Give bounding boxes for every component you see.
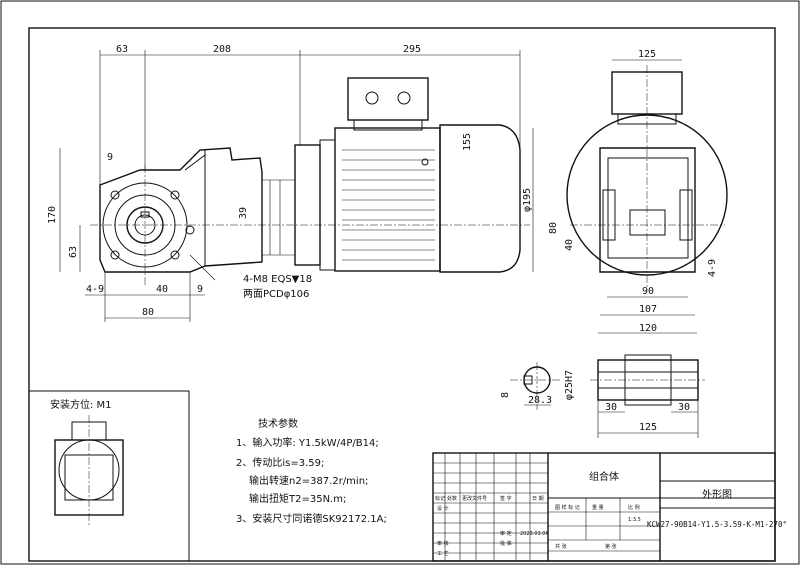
tb-date: 日 期: [532, 496, 544, 502]
dim-170: 170: [47, 206, 58, 224]
spec-line-1: 1、输入功率: Y1.5kW/4P/B14;: [236, 436, 379, 449]
dim-40-left: 40: [156, 284, 168, 295]
tb-design: 设 计: [437, 505, 449, 512]
terminal-box: [347, 77, 429, 121]
tb-ratio: 比 例: [628, 504, 640, 511]
spec-line-5: 3、安装尺寸同诺德SK92172.1A;: [236, 512, 387, 525]
dim-208: 208: [213, 44, 231, 55]
dim-63-left: 63: [68, 246, 79, 258]
spec-line-3: 输出转速n2=387.2r/min;: [249, 474, 368, 487]
tb-date-value: 2023.03.06: [520, 531, 549, 537]
inner-frame: [28, 27, 776, 562]
dim-90: 90: [642, 286, 654, 297]
bolt-hole-4: [170, 250, 180, 260]
tb-qty: 处数: [447, 495, 457, 502]
dim-63-top: 63: [116, 44, 128, 55]
motor-fins: [342, 149, 435, 261]
dim-295: 295: [403, 44, 421, 55]
dim-40-right: 40: [564, 239, 575, 251]
tb-model: KCW27-90B14-Y1.5-3.59-K-M1-270°: [647, 520, 787, 529]
pcd-annotation: 两面PCDφ106: [243, 289, 309, 300]
dim-155: 155: [462, 133, 473, 151]
coupling: [262, 179, 296, 256]
side-shaft-left: [602, 189, 616, 241]
tb-weight: 重 量: [592, 504, 604, 511]
shaft-dim-28-3: 28.3: [528, 395, 552, 406]
shaft-dim-30-left: 30: [605, 402, 617, 413]
dim-195: φ195: [522, 188, 533, 212]
motor-flange: [319, 139, 336, 271]
spec-title: 技术参数: [258, 417, 298, 430]
tech-specs: 技术参数 1、输入功率: Y1.5kW/4P/B14; 2、传动比is=3.59…: [236, 417, 387, 525]
tb-approve: 批 准: [500, 540, 512, 547]
bolt-hole-1: [110, 190, 120, 200]
shaft-dim-125: 125: [639, 422, 657, 433]
dim-4-9-left: 4-9: [86, 284, 104, 295]
tb-mark: 标记: [435, 495, 445, 502]
tb-sheet: 第 张: [605, 543, 617, 550]
side-shaft-right: [679, 189, 693, 241]
tb-audit: 审 定: [500, 530, 512, 537]
tb-craft: 工 艺: [437, 551, 449, 557]
coupling-lines: [269, 180, 281, 255]
gearbox-body: [99, 147, 263, 273]
mounting-label: 安装方位: M1: [50, 398, 112, 411]
dim-125-top: 125: [638, 49, 656, 60]
mounting-box: 安装方位: M1: [28, 390, 190, 562]
spec-line-4: 输出扭矩T2=35N.m;: [249, 492, 346, 505]
cable-gland-2: [397, 91, 411, 105]
shaft-dim-8: 8: [500, 392, 511, 398]
mounting-frame: [28, 390, 190, 562]
spec-line-2: 2、传动比is=3.59;: [236, 457, 324, 469]
cable-gland-1: [365, 91, 379, 105]
tb-drawing-type: 外形图: [702, 489, 732, 501]
title-block: 标记 处数 更改文件号 签 字 日 期 设 计 审 核 工 艺 审 定 批 准 …: [432, 452, 787, 562]
bolt-hole-3: [110, 250, 120, 260]
front-dimensions: 63 208 295 170 63 9 39 155 φ195 4-9 40 9…: [47, 44, 534, 322]
terminal-base: [353, 119, 423, 131]
dim-80-right: 80: [548, 222, 559, 234]
fan-cover: [439, 124, 521, 273]
motor-adapter: [294, 144, 321, 266]
motor-screw: [421, 158, 429, 166]
shaft-dim-25h7: φ25H7: [564, 370, 575, 400]
tb-file: 更改文件号: [462, 495, 487, 502]
tb-assembly: 组合体: [589, 470, 619, 483]
tb-review: 审 核: [437, 540, 449, 547]
side-view: 125 80 40 4-9 90 107 120: [548, 49, 728, 334]
dim-120: 120: [639, 323, 657, 334]
shaft-detail: 8 28.3 φ25H7 30 30 125: [500, 354, 705, 438]
shaft-dim-30-right: 30: [678, 402, 690, 413]
dim-9-top: 9: [107, 152, 113, 163]
dim-4-9-right: 4-9: [707, 259, 718, 277]
front-view: [90, 77, 530, 285]
tb-total: 共 张: [555, 543, 567, 550]
dim-80-left: 80: [142, 307, 154, 318]
bolt-hole-2: [170, 190, 180, 200]
bolt-annotation: 4-M8 EQS▼18: [243, 274, 312, 285]
tb-stage: 图 样 标 记: [555, 504, 580, 511]
side-gearbox: [599, 147, 696, 273]
dim-107: 107: [639, 304, 657, 315]
tb-scale: 1:3.5: [628, 517, 641, 523]
dim-9-small: 9: [197, 284, 203, 295]
motor-body: [334, 127, 441, 272]
title-block-frame: [432, 452, 776, 562]
gearbox-edge: [184, 154, 206, 171]
bolt-hole-5: [185, 225, 195, 235]
side-center-block: [629, 209, 666, 236]
side-gearbox-inner: [607, 157, 689, 259]
dim-39: 39: [238, 207, 249, 219]
tb-sign: 签 字: [500, 495, 512, 502]
